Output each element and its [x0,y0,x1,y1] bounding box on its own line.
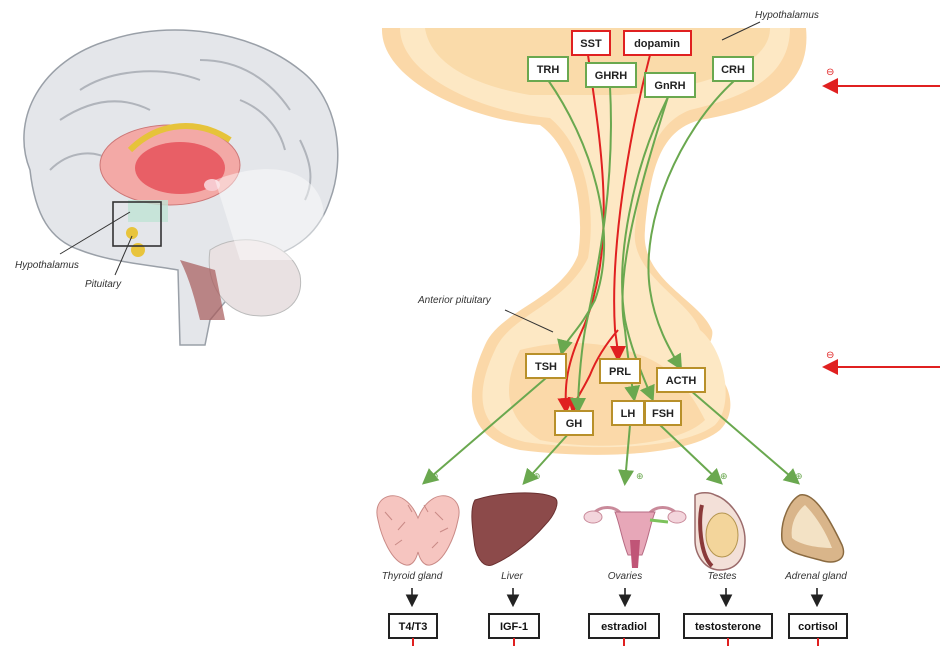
minus-symbol-pituitary: ⊖ [826,350,834,361]
acth-box: ACTH [657,368,705,392]
tsh-box: TSH [526,354,566,378]
plus-symbol-ovaries: ⊕ [636,472,644,482]
svg-text:LH: LH [621,408,636,420]
svg-text:GH: GH [566,418,583,430]
sst-box: SST [572,31,610,55]
negative-feedback: ⊖ ⊖ [826,67,940,367]
dopamin-box: dopamin [624,31,691,55]
testes-illustration [695,493,745,570]
gh-box: GH [555,411,593,435]
testosterone-box: testosterone [684,614,772,638]
svg-text:dopamin: dopamin [634,38,680,50]
adrenal-illustration [782,495,844,562]
trh-box: TRH [528,57,568,81]
brain-illustration [24,30,338,345]
liver-label: Liver [501,571,523,582]
ovaries-label: Ovaries [608,571,642,582]
plus-symbol-adrenal: ⊕ [795,472,803,482]
ghrh-box: GHRH [586,63,636,87]
svg-text:FSH: FSH [652,408,674,420]
svg-text:ACTH: ACTH [666,375,697,387]
igf1-box: IGF-1 [489,614,539,638]
plus-symbol-testes: ⊕ [720,472,728,482]
svg-text:CRH: CRH [721,64,745,76]
cortisol-box: cortisol [789,614,847,638]
svg-text:T4/T3: T4/T3 [399,621,428,633]
stimulation-symbols: ⊕ ⊕ ⊕ ⊕ ⊕ [431,472,803,482]
prl-box: PRL [600,359,640,383]
svg-text:TSH: TSH [535,361,557,373]
pituitary-left-label: Pituitary [85,279,122,290]
svg-text:GHRH: GHRH [595,70,627,82]
anterior-pituitary-label: Anterior pituitary [417,295,492,306]
adrenal-label: Adrenal gland [784,571,847,582]
t4t3-box: T4/T3 [389,614,437,638]
gnrh-box: GnRH [645,73,695,97]
svg-text:testosterone: testosterone [695,621,761,633]
thyroid-label: Thyroid gland [382,571,443,582]
plus-symbol-thyroid: ⊕ [431,472,439,482]
estradiol-box: estradiol [589,614,659,638]
testes-label: Testes [707,571,736,582]
fsh-box: FSH [645,401,681,425]
output-arrows [412,588,817,604]
svg-text:cortisol: cortisol [798,621,838,633]
svg-text:IGF-1: IGF-1 [500,621,528,633]
svg-text:TRH: TRH [537,64,560,76]
svg-text:estradiol: estradiol [601,621,647,633]
thyroid-illustration [377,496,459,565]
hypothalamus-left-label: Hypothalamus [15,260,79,271]
crh-box: CRH [713,57,753,81]
svg-text:SST: SST [580,38,602,50]
feedback-stubs [413,638,818,646]
liver-illustration [472,493,557,566]
plus-symbol-liver: ⊕ [533,472,541,482]
ovaries-illustration [584,508,686,569]
minus-symbol-hypothalamus: ⊖ [826,67,834,78]
lh-box: LH [612,401,644,425]
hypothalamus-top-label: Hypothalamus [755,10,819,21]
svg-text:GnRH: GnRH [654,80,685,92]
output-hormone-boxes: T4/T3 IGF-1 estradiol testosterone corti… [389,614,847,638]
svg-text:PRL: PRL [609,366,631,378]
